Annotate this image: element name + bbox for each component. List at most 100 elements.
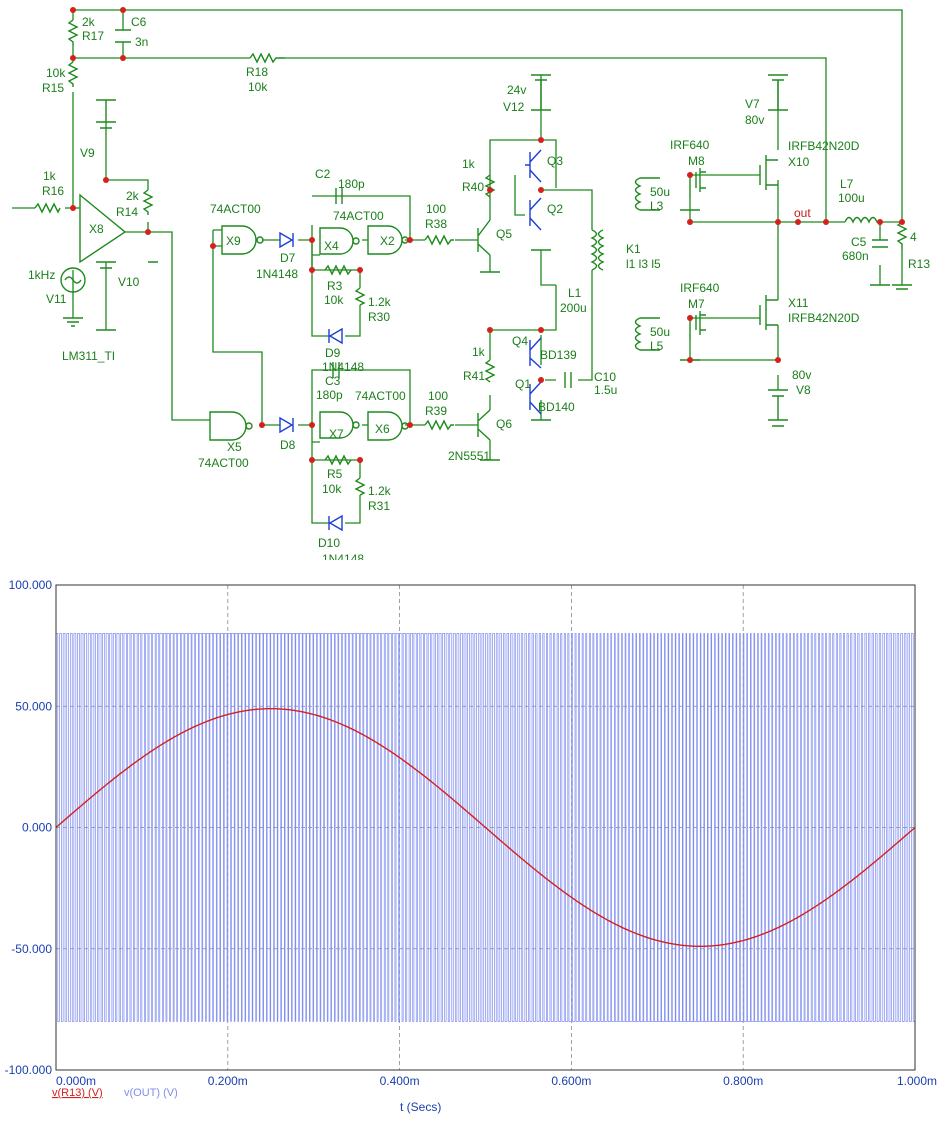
label: 1kHz [28, 268, 55, 282]
resistor-r13 [896, 221, 908, 250]
label: X9 [226, 234, 241, 248]
label: D10 [318, 536, 340, 550]
label: out [794, 206, 811, 220]
label: D9 [325, 346, 341, 360]
label: R16 [42, 184, 64, 198]
label: R15 [42, 81, 64, 95]
capacitor-c5 [872, 239, 888, 248]
label: X7 [329, 427, 344, 441]
y-tick-label: -50.000 [11, 942, 52, 956]
label: BD139 [540, 348, 577, 362]
label: 10k [324, 293, 344, 307]
label: 80v [745, 113, 764, 127]
label: 80v [792, 368, 811, 382]
label: 680n [842, 249, 869, 263]
resistor-r17 [67, 19, 79, 45]
label: C5 [851, 235, 867, 249]
label: Q4 [512, 334, 528, 348]
transistor-q3 [525, 149, 542, 183]
source-v8 [768, 389, 788, 427]
mosfet-x11 [759, 295, 778, 330]
resistor-r14 [142, 189, 154, 215]
x-tick-label: 0.600m [551, 1074, 591, 1088]
label: 1k [462, 157, 476, 171]
opamp-x8 [79, 193, 127, 264]
capacitor-c6 [115, 29, 131, 43]
label: 50u [650, 185, 670, 199]
source-v11 [60, 267, 86, 293]
label: 1.5u [594, 383, 617, 397]
resistor-r31 [354, 477, 366, 496]
label: IRF640 [680, 281, 720, 295]
label: 2k [82, 15, 96, 29]
y-tick-label: 100.000 [9, 578, 53, 592]
label: 200u [560, 301, 587, 315]
nand-x9 [221, 225, 257, 255]
label: X2 [380, 234, 395, 248]
ground-symbols [63, 209, 912, 461]
junction-dots [70, 7, 905, 463]
inductor-l5 [634, 317, 660, 351]
label: D7 [280, 251, 296, 265]
label: 2k [126, 189, 140, 203]
x-tick-label: 0.400m [380, 1074, 420, 1088]
resistor-r16 [34, 202, 61, 214]
nand-x5 [209, 411, 247, 441]
label: R31 [368, 499, 390, 513]
mosfet-m8 [689, 168, 706, 198]
label: 74ACT00 [210, 202, 261, 216]
resistor-r30 [354, 287, 366, 306]
label: L3 [650, 199, 664, 213]
label: Q5 [496, 227, 512, 241]
transistor-q5 [477, 219, 491, 256]
source-v7 [768, 74, 788, 111]
label: K1 [626, 242, 641, 256]
label: C2 [315, 167, 331, 181]
label: R14 [116, 205, 138, 219]
label: L7 [840, 177, 854, 191]
label: X6 [375, 422, 390, 436]
label: 100u [838, 191, 865, 205]
label: 74ACT00 [198, 456, 249, 470]
x-tick-label: 0.000m [56, 1074, 96, 1088]
diode-d8 [279, 416, 294, 434]
label: V8 [796, 383, 811, 397]
label: 50u [650, 325, 670, 339]
label: R3 [327, 279, 343, 293]
label: 74ACT00 [333, 209, 384, 223]
label: 1.2k [368, 484, 392, 498]
resistor-r41 [484, 359, 496, 383]
capacitor-c2 [335, 188, 343, 204]
label: 1N4148 [256, 267, 298, 281]
resistor-r40 [484, 174, 496, 198]
vout-trace [55, 633, 915, 1022]
label: L5 [650, 339, 664, 353]
label: V12 [503, 100, 525, 114]
y-tick-label: 50.000 [15, 699, 52, 713]
label: X8 [89, 222, 104, 236]
resistor-r18 [249, 52, 285, 64]
x-tick-label: 0.200m [208, 1074, 248, 1088]
label: 100 [426, 202, 446, 216]
label: BD140 [538, 400, 575, 414]
label: 10k [322, 482, 342, 496]
label: 180p [338, 177, 365, 191]
source-v12 [531, 74, 551, 111]
source-v10 [96, 261, 116, 331]
label: R17 [82, 29, 104, 43]
label: 180p [316, 388, 343, 402]
label: R30 [368, 310, 390, 324]
series-vout [55, 633, 915, 1022]
resistor-r5 [324, 454, 352, 466]
diode-d10 [328, 514, 343, 532]
x-tick-label: 0.800m [723, 1074, 763, 1088]
transistor-q1 [529, 381, 542, 415]
label: 1N4148 [322, 360, 364, 374]
label: R13 [908, 257, 930, 271]
label: LM311_TI [62, 349, 115, 363]
label: Q6 [496, 417, 512, 431]
label: R5 [327, 467, 343, 481]
